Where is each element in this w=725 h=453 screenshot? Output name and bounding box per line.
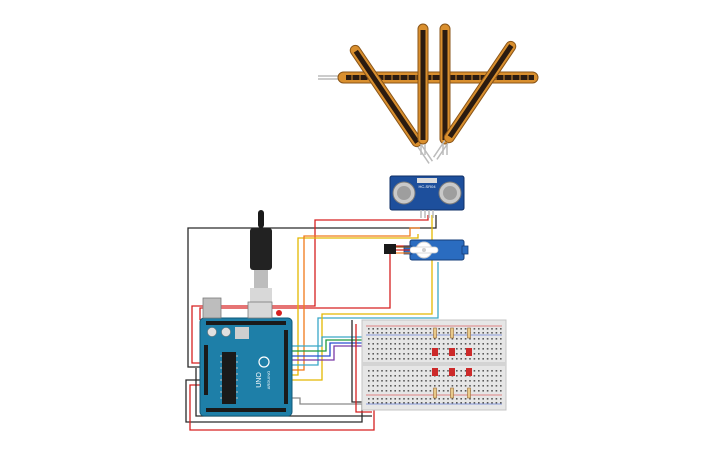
arduino-model-label: UNO	[256, 372, 263, 388]
wire-red-bottom[interactable]	[189, 384, 375, 431]
wire-black-top[interactable]	[187, 215, 437, 368]
resistor[interactable]	[433, 387, 437, 399]
flex-sensor-vertical-2[interactable]	[439, 23, 451, 155]
arduino-uno[interactable]: UNO ARDUINO	[199, 297, 293, 417]
servo-motor[interactable]	[384, 239, 469, 261]
ultrasonic-sensor[interactable]: HC-SR04	[389, 175, 465, 218]
wire-red-servo[interactable]	[199, 245, 410, 320]
breadboard-holes	[368, 328, 502, 404]
resistor[interactable]	[433, 327, 437, 339]
flex-sensor-diagonal-right[interactable]	[431, 39, 518, 161]
resistor[interactable]	[450, 327, 454, 339]
led[interactable]	[466, 368, 472, 376]
resistor[interactable]	[450, 387, 454, 399]
wire-red-breadboard[interactable]	[355, 324, 372, 413]
arduino-logo-icon	[258, 356, 270, 368]
leds-and-resistors[interactable]	[432, 327, 472, 399]
wire-gray[interactable]	[290, 397, 372, 405]
wire-yellow-2[interactable]	[290, 215, 433, 381]
led[interactable]	[432, 348, 438, 356]
led[interactable]	[449, 348, 455, 356]
wire-black-2[interactable]	[195, 368, 372, 417]
led[interactable]	[466, 348, 472, 356]
flex-sensor-diagonal-left[interactable]	[348, 43, 435, 165]
power-plug[interactable]	[250, 210, 272, 302]
flex-sensor-vertical-1[interactable]	[417, 23, 429, 155]
wire-orange[interactable]	[290, 227, 420, 371]
resistor[interactable]	[467, 327, 471, 339]
led[interactable]	[432, 368, 438, 376]
led[interactable]	[449, 368, 455, 376]
flex-sensor-group[interactable]	[318, 23, 539, 165]
wire-cyan[interactable]	[290, 262, 439, 366]
resistor[interactable]	[467, 387, 471, 399]
wire-yellow[interactable]	[290, 234, 419, 376]
arduino-brand-label: ARDUINO	[266, 371, 271, 389]
ultrasonic-model-label: HC-SR04	[418, 184, 436, 189]
wire-red-top[interactable]	[191, 215, 429, 364]
